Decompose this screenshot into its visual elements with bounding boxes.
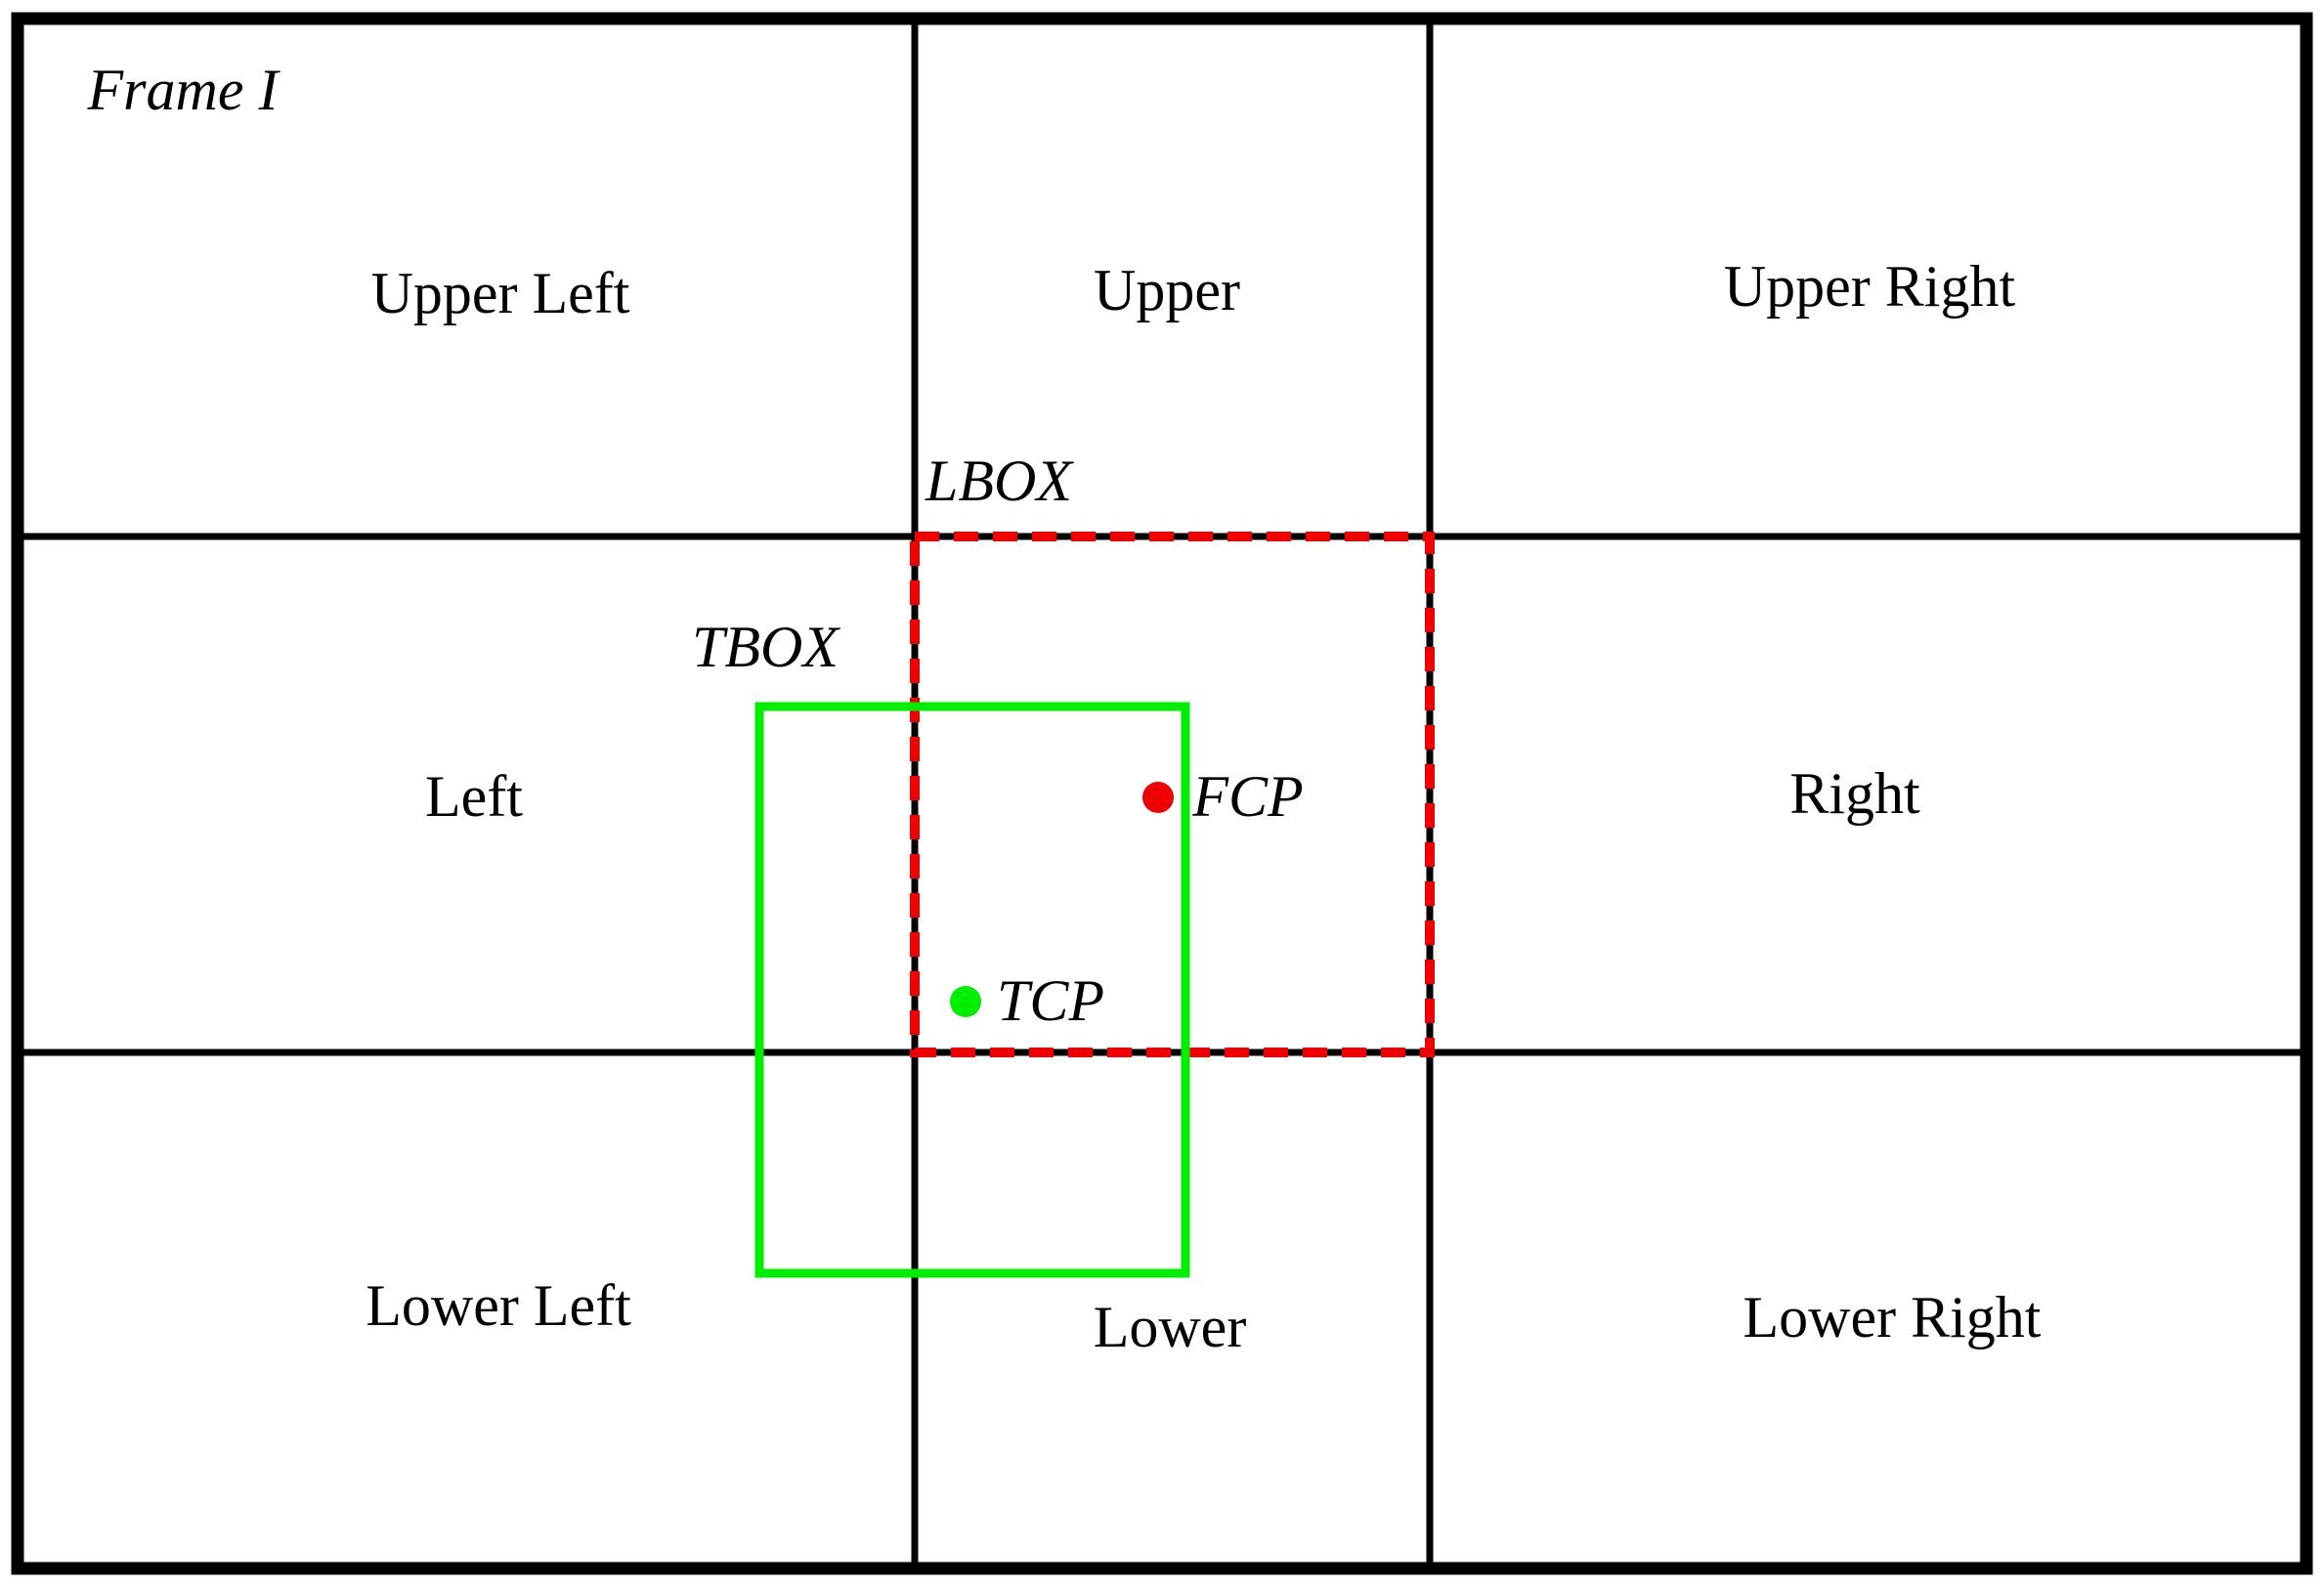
region-label-lower-left: Lower Left (366, 1273, 631, 1338)
tcp-point (950, 986, 981, 1017)
region-label-right: Right (1789, 761, 1920, 826)
frame-title: Frame I (87, 58, 279, 122)
tbox-label: TBOX (692, 615, 839, 679)
region-label-lower-right: Lower Right (1743, 1285, 2042, 1349)
region-label-left: Left (425, 764, 523, 829)
tbox-rect (754, 702, 1190, 1278)
tcp-label: TCP (996, 968, 1105, 1033)
region-label-upper-right: Upper Right (1723, 254, 2016, 319)
lbox-dashed-rect (910, 532, 1435, 1057)
region-label-upper: Upper (1094, 258, 1240, 322)
fcp-label: FCP (1192, 764, 1304, 829)
lbox-label: LBOX (925, 449, 1072, 513)
region-label-upper-left: Upper Left (370, 261, 630, 325)
fcp-point (1142, 782, 1174, 813)
frame-border (11, 12, 2313, 1575)
region-label-lower: Lower (1093, 1295, 1247, 1359)
